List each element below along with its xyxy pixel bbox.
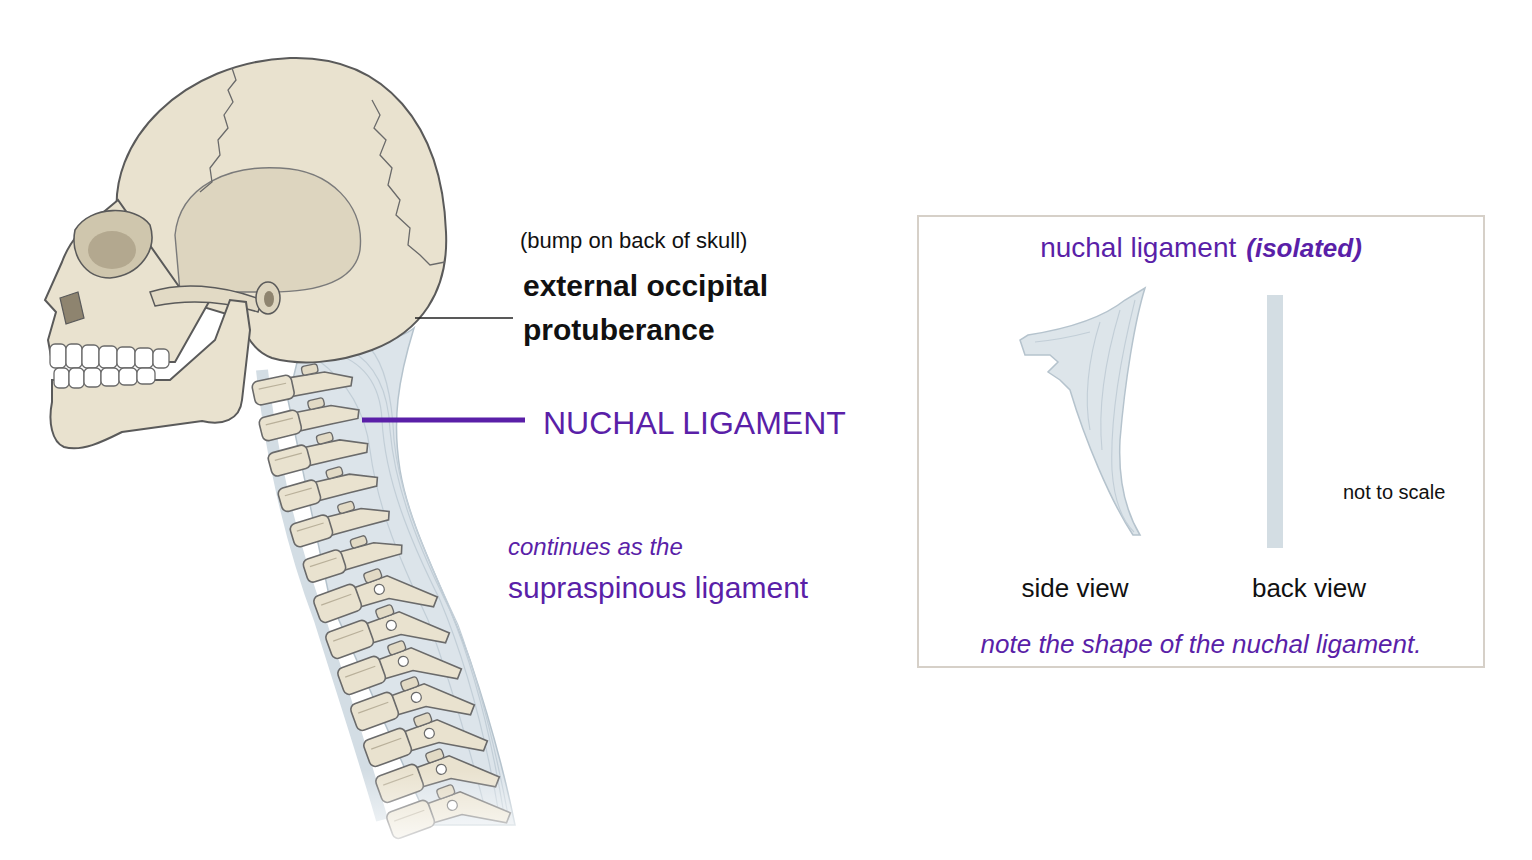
note-text: not to scale (1343, 479, 1483, 505)
ligament-side-view (1020, 288, 1145, 535)
view-label: side view (975, 571, 1175, 605)
skull (45, 58, 446, 448)
cervical-vertebra (287, 491, 391, 548)
nasal-cavity (60, 292, 84, 324)
part-name: NUCHAL LIGAMENT (543, 403, 903, 443)
mandible (51, 300, 251, 448)
inset-caption: note the shape of the nuchal ligament. (919, 627, 1483, 661)
facial-bones (45, 200, 210, 362)
ligament-fibres (1035, 300, 1135, 532)
orbit-shadow (88, 231, 136, 269)
note-text: (bump on back of skull) (520, 226, 850, 256)
lambdoid-suture (372, 100, 445, 265)
cervical-vertebra (250, 357, 354, 406)
coronal-suture (200, 68, 236, 192)
ear-canal (256, 282, 280, 314)
ear-canal-hole (264, 291, 274, 307)
note-text: continues as the (508, 532, 808, 562)
cervical-vertebra (300, 525, 404, 583)
cervical-vertebra (275, 457, 379, 512)
ligament-back-view (1267, 295, 1283, 548)
inset-heading-note: (isolated) (1246, 233, 1362, 263)
temporal-bone (175, 168, 360, 292)
inset-box: nuchal ligament (isolated) side view back v… (917, 215, 1485, 668)
part-name: external occipital protuberance (523, 264, 813, 352)
heading-row: nuchal ligament (isolated) (919, 230, 1483, 270)
inset-heading: nuchal ligament (1040, 232, 1236, 263)
view-label: back view (1209, 571, 1409, 605)
leader-line (415, 317, 513, 319)
part-name: supraspinous ligament (508, 569, 908, 607)
cervical-vertebra (266, 423, 370, 477)
cervical-vertebra (257, 390, 361, 442)
teeth (50, 344, 169, 388)
orbit (74, 211, 152, 278)
leader-line (362, 418, 525, 423)
fade-out (220, 770, 540, 860)
